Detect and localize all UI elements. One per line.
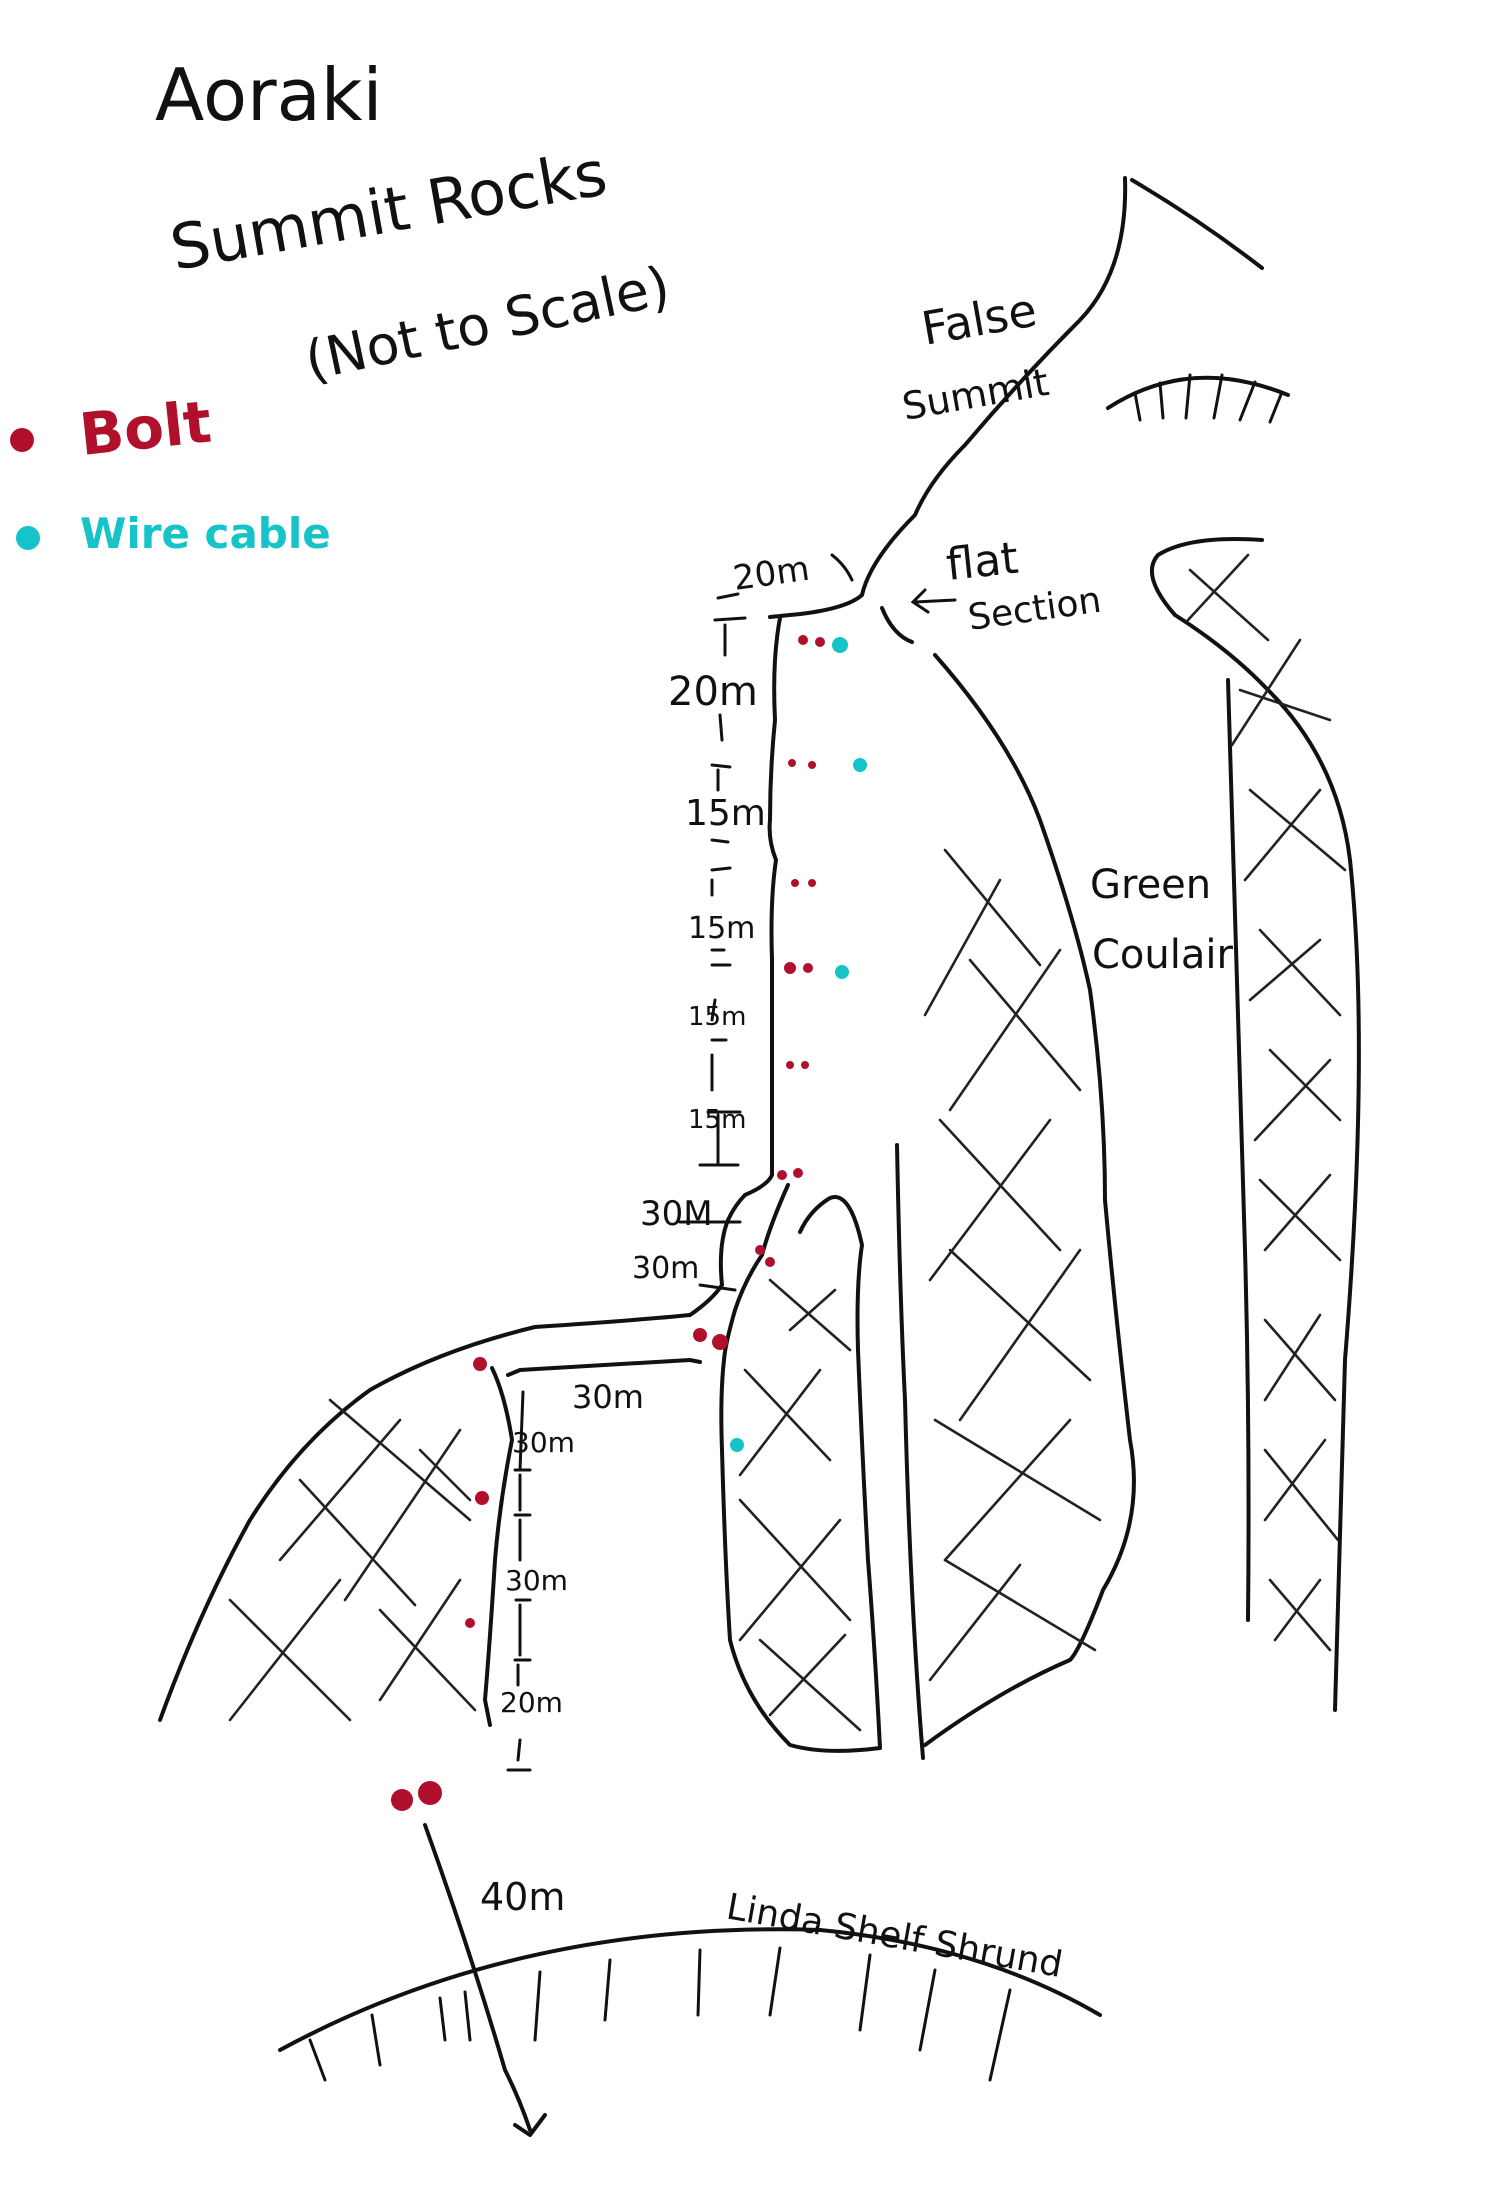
bolt	[712, 1334, 728, 1350]
false-summit-label-2: Summit	[899, 360, 1052, 429]
summit-cornice-hatch	[1133, 373, 1284, 424]
bolt-dot-icon	[10, 428, 34, 452]
pitch-top-tick	[716, 553, 854, 600]
wire-cable	[835, 965, 849, 979]
middle-pitch-line-2	[698, 1283, 737, 1292]
right-couloir-hatch	[1186, 553, 1347, 1652]
pitch-label-upper-1: 20m	[668, 669, 758, 715]
bolt	[475, 1491, 489, 1505]
bolt	[765, 1257, 775, 1267]
flat-section-label-2: Section	[966, 580, 1104, 639]
diagram-title: Aoraki	[155, 53, 382, 137]
approach-line	[423, 1823, 532, 2132]
pitch-label-middle-1: 30M	[640, 1194, 713, 1234]
linda-shelf-bergschrund	[278, 1927, 1102, 2052]
middle-spur	[719, 1183, 882, 1753]
wire-cables	[730, 637, 867, 1452]
flat-section-mark	[880, 606, 914, 644]
bolt	[418, 1781, 442, 1805]
pitch-label-top: 20m	[731, 549, 812, 599]
bolt	[803, 963, 813, 973]
bolt	[798, 635, 808, 645]
summit-right-face	[1130, 178, 1264, 270]
legend-cable-label: Wire cable	[80, 509, 331, 558]
bolt	[755, 1245, 765, 1255]
bolt	[786, 1061, 794, 1069]
legend-bolt-label: Bolt	[76, 388, 214, 469]
lower-left-ridge	[158, 1325, 537, 1722]
bolt	[793, 1168, 803, 1178]
pitch-label-traverse: 30m	[572, 1378, 644, 1416]
pitch-label-upper-5: 15m	[688, 1105, 746, 1135]
bolt	[801, 1061, 809, 1069]
green-couloir-left-ridge	[923, 653, 1136, 1747]
false-summit-label-1: False	[918, 283, 1041, 356]
pitch-label-lower-1: 30m	[512, 1426, 575, 1459]
bergschrund-hatch	[308, 1946, 1012, 2082]
scale-note: (Not to Scale)	[300, 254, 676, 393]
diagram-subtitle: Summit Rocks	[165, 136, 612, 285]
approach-arrowhead	[513, 2113, 547, 2137]
wire-cable	[832, 637, 848, 653]
pitch-label-upper-2: 15m	[685, 793, 766, 834]
wire-cable-dot-icon	[16, 526, 40, 550]
bolt	[784, 962, 796, 974]
traverse-ledge	[506, 1358, 702, 1377]
middle-spur-hatch	[738, 1278, 862, 1732]
bolt	[777, 1170, 787, 1180]
green-coulair-label-2: Coulair	[1092, 932, 1233, 978]
right-couloir-inner	[1226, 678, 1251, 1622]
pitch-label-upper-3: 15m	[688, 911, 755, 946]
green-couloir-hatch	[923, 848, 1102, 1682]
bolt	[465, 1618, 475, 1628]
bolts	[391, 635, 825, 1811]
bolt	[815, 637, 825, 647]
green-coulair-label-1: Green	[1090, 862, 1211, 908]
bolt	[808, 879, 816, 887]
upper-pitch-scale	[698, 616, 747, 1167]
pitch-label-lower-2: 30m	[505, 1564, 568, 1597]
wire-cable	[853, 758, 867, 772]
summit-cornice-arc	[1106, 375, 1290, 410]
flat-section-label-1: flat	[944, 533, 1021, 591]
summit-rocks-left-edge	[533, 616, 782, 1329]
wire-cable	[730, 1438, 744, 1452]
bolt	[391, 1789, 413, 1811]
flat-section-arrow	[910, 588, 957, 614]
lower-face-edge	[483, 1366, 514, 1727]
bolt	[808, 761, 816, 769]
pitch-label-lower-3: 20m	[500, 1686, 563, 1719]
bolt	[791, 879, 799, 887]
legend: Bolt Wire cable	[10, 388, 331, 558]
bolt	[788, 759, 796, 767]
lower-pitch-scale	[506, 1390, 532, 1772]
bolt	[693, 1328, 707, 1342]
pitch-label-upper-4: 15m	[688, 1002, 746, 1032]
summit-ridge	[768, 176, 1128, 619]
linda-shelf-label: Linda Shelf Shrund	[723, 1886, 1065, 1985]
pitch-label-middle-2: 30m	[632, 1251, 699, 1286]
lower-face-hatch	[228, 1398, 477, 1722]
right-couloir-outline	[1149, 537, 1361, 1712]
bolt	[473, 1357, 487, 1371]
inner-buttress-left-line	[895, 1143, 925, 1760]
pitch-label-approach: 40m	[480, 1875, 565, 1919]
